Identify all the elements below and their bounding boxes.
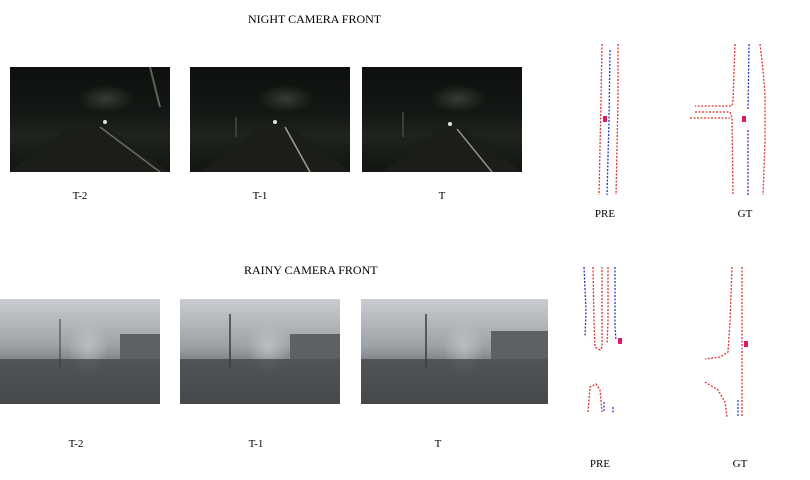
rainy-map-label-gt: GT — [732, 458, 748, 470]
lane-boundary-line — [704, 381, 728, 418]
lane-boundary-line — [695, 43, 736, 107]
rainy-pre-map — [583, 266, 622, 414]
lane-divider-line — [614, 267, 617, 341]
night-pre-map — [598, 43, 619, 196]
rainy-camera-frame-t-1 — [180, 299, 340, 404]
lane-divider-line — [583, 266, 587, 338]
night-section-title: NIGHT CAMERA FRONT — [248, 12, 382, 26]
night-frame-label-t: T — [438, 190, 446, 202]
lane-boundary-line — [598, 43, 603, 196]
lane-boundary-line — [592, 266, 603, 351]
ego-vehicle-marker — [742, 116, 746, 122]
rainy-frame-label-t-2: T-2 — [68, 438, 84, 450]
night-camera-frame-t-2 — [10, 67, 170, 172]
lane-boundary-line — [704, 266, 733, 360]
rainy-camera-frame-t — [361, 299, 548, 404]
lane-divider-line — [606, 49, 611, 196]
night-frame-label-t-1: T-1 — [252, 190, 268, 202]
night-map-label-gt: GT — [737, 208, 753, 220]
rainy-map-label-pre: PRE — [589, 458, 611, 470]
ego-vehicle-marker — [744, 341, 748, 347]
lane-boundary-line — [606, 267, 609, 345]
night-frame-label-t-2: T-2 — [72, 190, 88, 202]
night-camera-frame-t-1 — [190, 67, 350, 172]
ego-vehicle-marker — [618, 338, 622, 344]
lane-boundary-line — [615, 44, 619, 196]
night-map-label-pre: PRE — [594, 208, 616, 220]
rainy-gt-map — [704, 266, 748, 418]
rainy-camera-frame-t-2 — [0, 299, 160, 404]
night-camera-frame-t — [362, 67, 522, 172]
lane-boundary-line — [759, 43, 766, 196]
rainy-section-title: RAINY CAMERA FRONT — [244, 263, 378, 277]
rainy-frame-label-t: T — [434, 438, 442, 450]
lane-divider-line — [747, 43, 750, 111]
night-gt-map — [690, 43, 766, 196]
lane-boundary-line — [587, 383, 603, 413]
ego-vehicle-marker — [603, 116, 607, 122]
lane-boundary-line — [695, 111, 734, 196]
rainy-frame-label-t-1: T-1 — [248, 438, 264, 450]
